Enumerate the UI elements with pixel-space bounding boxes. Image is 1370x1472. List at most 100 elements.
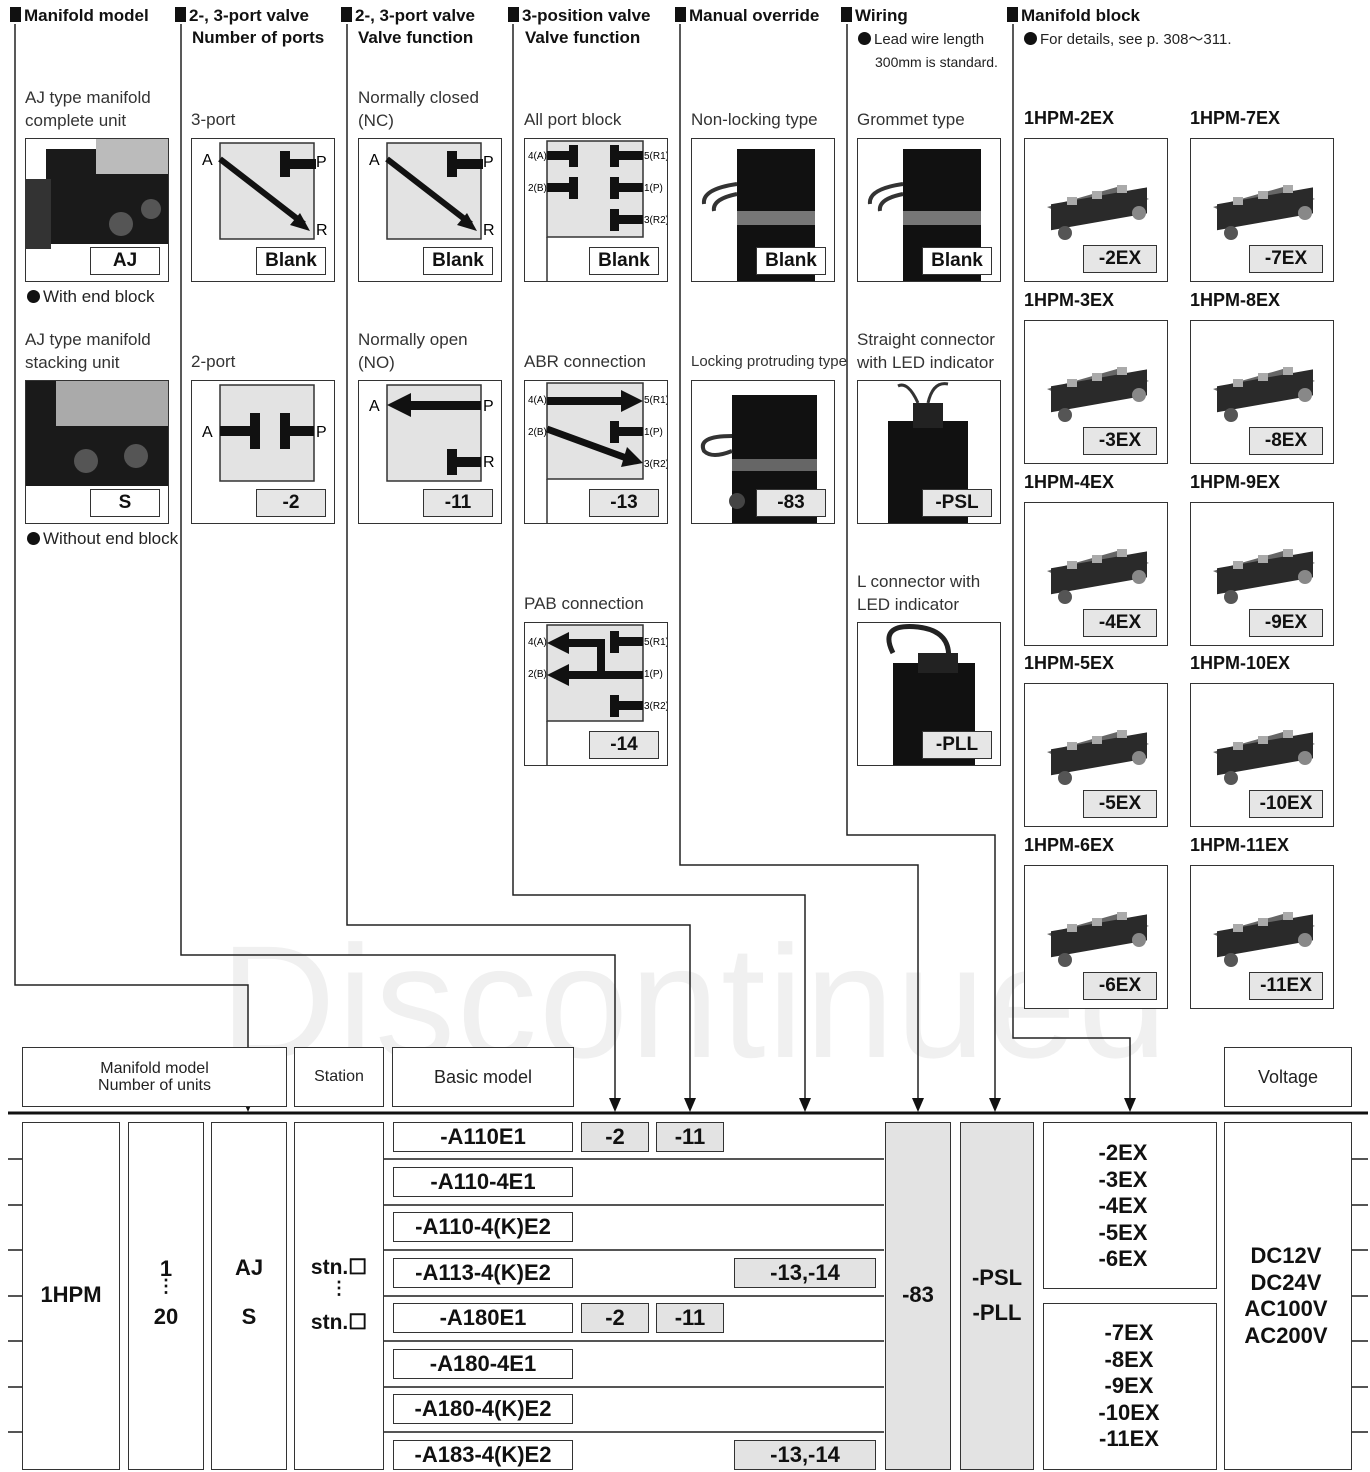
valve-nc-diagram-icon: A P R	[369, 142, 495, 240]
code-no: -11	[423, 489, 493, 517]
option-grommet[interactable]: Blank	[857, 138, 1001, 282]
block-option[interactable]: -9EX	[1190, 502, 1334, 646]
block-title: 1HPM-6EX	[1024, 835, 1115, 855]
cell-wiring	[960, 1122, 1034, 1470]
label-nc: Normally closed(NC)	[358, 88, 479, 130]
block-code: -9EX	[1249, 609, 1323, 637]
model-a183-4ke2: -A183-4(K)E2	[393, 1440, 573, 1470]
option-s[interactable]: S	[25, 380, 169, 524]
cell-voltage	[1224, 1122, 1352, 1470]
cell-blocks-bottom	[1043, 1303, 1217, 1470]
option-aj[interactable]: AJ	[25, 138, 169, 282]
svg-text:R: R	[483, 222, 495, 239]
code-psl: -PSL	[922, 489, 992, 517]
option-psl[interactable]: -PSL	[857, 380, 1001, 524]
block-option[interactable]: -3EX	[1024, 320, 1168, 464]
code-13-14-row4: -13,-14	[734, 1258, 876, 1288]
wiring-psl: -PSL	[971, 1265, 1023, 1290]
manifold-block-photo-icon	[1213, 912, 1315, 967]
cell-series	[22, 1122, 120, 1470]
option-non-locking[interactable]: Blank	[691, 138, 835, 282]
units-max: 20	[153, 1304, 179, 1329]
note-with-end-block: With end block	[27, 286, 155, 308]
svg-text:3(R2): 3(R2)	[644, 215, 667, 226]
block-option[interactable]: -10EX	[1190, 683, 1334, 827]
svg-text:A: A	[202, 152, 213, 169]
block-code: -3EX	[1083, 427, 1157, 455]
wiring-pll: -PLL	[972, 1300, 1022, 1325]
label-3-port: 3-port	[191, 110, 236, 129]
svg-text:P: P	[316, 424, 327, 441]
block-code: -6EX	[1083, 972, 1157, 1000]
valve-2port-diagram-icon: A P	[202, 384, 327, 482]
option-locking-protruding[interactable]: -83	[691, 380, 835, 524]
svg-text:1(P): 1(P)	[644, 183, 663, 194]
block-option[interactable]: -5EX	[1024, 683, 1168, 827]
model-a110-4ke2: -A110-4(K)E2	[393, 1212, 573, 1242]
block-code: -11EX	[1249, 972, 1323, 1000]
block-title: 1HPM-11EX	[1190, 835, 1290, 855]
option-nc[interactable]: A P R Blank	[358, 138, 502, 282]
code-pab: -14	[589, 731, 659, 759]
block-option[interactable]: -11EX	[1190, 865, 1334, 1009]
cell-units	[128, 1122, 204, 1470]
model-a113-4ke2: -A113-4(K)E2	[393, 1258, 573, 1288]
code-aj: AJ	[90, 247, 160, 275]
block-title: 1HPM-3EX	[1024, 290, 1115, 310]
svg-text:A: A	[369, 398, 380, 415]
model-a110e1: -A110E1	[393, 1122, 573, 1152]
block-option[interactable]: -2EX	[1024, 138, 1168, 282]
header-manifold-block: Manifold block	[1007, 5, 1140, 27]
model-s: S	[241, 1304, 257, 1329]
voltage-list: DC12V DC24V AC100V AC200V	[1244, 1243, 1328, 1348]
svg-text:A: A	[202, 424, 213, 441]
label-no: Normally open(NO)	[358, 330, 468, 372]
label-non-locking: Non-locking type	[691, 110, 818, 129]
block-option[interactable]: -4EX	[1024, 502, 1168, 646]
valve-no-diagram-icon: A P R	[369, 384, 495, 482]
svg-text:3(R2): 3(R2)	[644, 459, 667, 470]
label-locking-protruding: Locking protruding type	[691, 353, 847, 370]
stn-top: stn.☐	[310, 1256, 368, 1279]
label-2-port: 2-port	[191, 352, 236, 371]
valve-3port-diagram-icon: A P R	[202, 142, 328, 240]
svg-text:4(A): 4(A)	[528, 151, 547, 162]
svg-text:2(B): 2(B)	[528, 427, 547, 438]
block-code: -7EX	[1249, 245, 1323, 273]
model-a110-4e1: -A110-4E1	[393, 1167, 573, 1197]
manifold-block-photo-icon	[1047, 367, 1149, 422]
option-abr[interactable]: 4(A)2(B) 5(R1)1(P) 3(R2) -13	[524, 380, 668, 524]
code-pll: -PLL	[922, 731, 992, 759]
pab-diagram-icon: 4(A)2(B) 5(R1)1(P) 3(R2)	[528, 624, 667, 765]
manifold-block-photo-icon	[1047, 185, 1149, 240]
code-13-14-row8: -13,-14	[734, 1440, 876, 1470]
block-option[interactable]: -6EX	[1024, 865, 1168, 1009]
block-code: -8EX	[1249, 427, 1323, 455]
option-3-port[interactable]: A P R Blank	[191, 138, 335, 282]
option-no[interactable]: A P R -11	[358, 380, 502, 524]
code-11-row5: -11	[656, 1303, 724, 1333]
svg-text:P: P	[483, 154, 494, 171]
label-abr: ABR connection	[524, 352, 646, 371]
option-2-port[interactable]: A P -2	[191, 380, 335, 524]
option-pab[interactable]: 4(A)2(B) 5(R1)1(P) 3(R2) -14	[524, 622, 668, 766]
cell-model-type	[211, 1122, 287, 1470]
units-min: 1	[159, 1256, 173, 1281]
manifold-block-photo-icon	[1213, 730, 1315, 785]
block-title: 1HPM-10EX	[1190, 653, 1291, 673]
option-pll[interactable]: -PLL	[857, 622, 1001, 766]
code-abr: -13	[589, 489, 659, 517]
block-code: -4EX	[1083, 609, 1157, 637]
block-code: -2EX	[1083, 245, 1157, 273]
svg-text:3(R2): 3(R2)	[644, 701, 667, 712]
code-2-port: -2	[256, 489, 326, 517]
block-option[interactable]: -7EX	[1190, 138, 1334, 282]
block-title: 1HPM-8EX	[1190, 290, 1281, 310]
option-all-port-block[interactable]: 4(A)2(B) 5(R1)1(P) 3(R2) Blank	[524, 138, 668, 282]
block-option[interactable]: -8EX	[1190, 320, 1334, 464]
